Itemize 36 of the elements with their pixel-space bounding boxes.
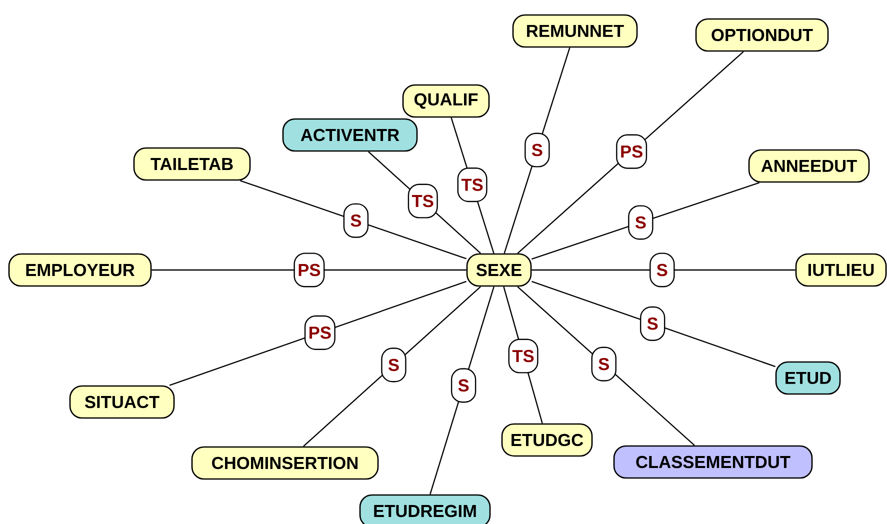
variable-box: ETUD bbox=[775, 361, 841, 395]
connector-line bbox=[240, 180, 467, 260]
edge-label: S bbox=[628, 205, 654, 240]
variable-box: SEXE bbox=[466, 253, 532, 287]
variable-box: SITUACT bbox=[69, 385, 175, 419]
variable-box: ANNEEDUT bbox=[748, 149, 870, 183]
connector-line bbox=[152, 269, 466, 271]
edge-label: S bbox=[343, 203, 369, 238]
edge-label: TS bbox=[457, 168, 488, 202]
variable-box: QUALIF bbox=[402, 84, 490, 118]
variable-box: EMPLOYEUR bbox=[8, 253, 152, 287]
variable-box: CHOMINSERTION bbox=[191, 446, 379, 480]
variable-box: ETUDGC bbox=[501, 423, 593, 457]
connector-line bbox=[531, 280, 776, 368]
variable-box: IUTLIEU bbox=[795, 253, 887, 287]
edge-label: S bbox=[591, 346, 616, 382]
edge-label: PS bbox=[294, 252, 325, 288]
variable-box: ETUDREGIM bbox=[359, 494, 491, 524]
edge-label: S bbox=[640, 306, 666, 341]
variable-box: OPTIONDUT bbox=[695, 18, 829, 52]
variable-box: CLASSEMENTDUT bbox=[613, 445, 813, 479]
edge-label: S bbox=[524, 132, 550, 168]
edge-label: S bbox=[381, 348, 406, 382]
edge-label: S bbox=[450, 368, 476, 403]
connector-line bbox=[532, 269, 796, 271]
connector-line bbox=[517, 51, 744, 254]
edge-label: PS bbox=[616, 134, 648, 169]
edge-label: PS bbox=[304, 315, 336, 350]
variable-box: ACTIVENTR bbox=[282, 118, 418, 152]
variable-box: REMUNNET bbox=[512, 14, 638, 48]
connector-line bbox=[169, 280, 467, 386]
edge-label: TS bbox=[508, 338, 538, 374]
connector-line bbox=[531, 182, 760, 260]
edge-label: S bbox=[650, 252, 675, 288]
variable-box: TAILETAB bbox=[133, 147, 251, 181]
edge-label: TS bbox=[408, 184, 438, 218]
